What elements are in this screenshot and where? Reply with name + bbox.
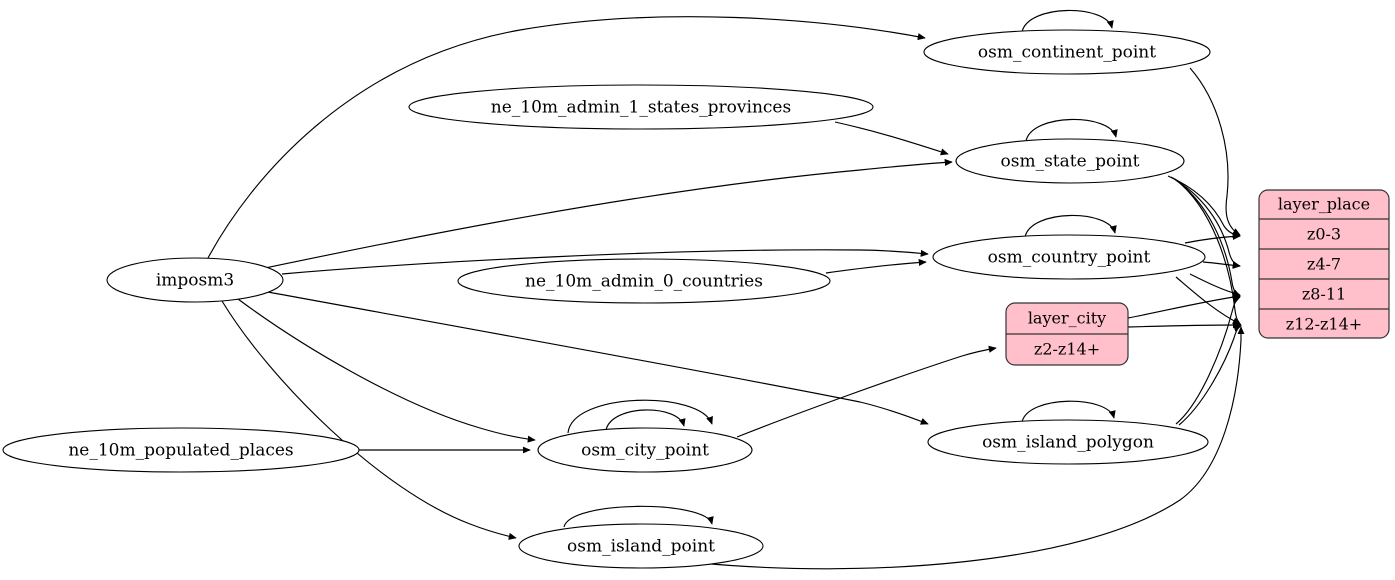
node-ne-10m-admin-1-states-provinces[interactable]: ne_10m_admin_1_states_provinces (408, 84, 874, 130)
record-node-layer-city[interactable]: layer_city z2-z14+ (1005, 302, 1129, 366)
node-imposm3[interactable]: imposm3 (106, 257, 284, 303)
node-ne-10m-populated-places[interactable]: ne_10m_populated_places (2, 427, 360, 473)
ne-places-label: ne_10m_populated_places (68, 441, 293, 461)
edge-osm-state-point-to-layer-place-z0-3 (1167, 175, 1241, 239)
edge-osm-continent-point-to-layer-place-z0-3 (1189, 67, 1241, 236)
edge-osm-island-polygon-self-loop (1021, 400, 1116, 423)
ne-countries-label: ne_10m_admin_0_countries (525, 272, 763, 292)
layer-place-row-z0-3[interactable]: z0-3 (1307, 225, 1341, 244)
node-osm-country-point[interactable]: osm_country_point (932, 234, 1206, 280)
edge-osm-island-polygon-to-layer-place-z8-11 (1175, 296, 1241, 425)
edge-imposm3-to-osm-island-point (221, 300, 517, 540)
edge-imposm3-to-osm-island-polygon (267, 291, 929, 425)
node-osm-state-point[interactable]: osm_state_point (955, 138, 1185, 184)
osm-island-polygon-ellipse[interactable] (927, 419, 1209, 465)
node-ne-10m-admin-0-countries[interactable]: ne_10m_admin_0_countries (457, 258, 831, 304)
ne-states-ellipse[interactable] (408, 84, 874, 130)
node-osm-city-point[interactable]: osm_city_point (537, 427, 753, 473)
edge-osm-city-point-self-loop-inner (605, 409, 686, 431)
record-node-layer-place[interactable]: layer_place z0-3 z4-7 z8-11 z12-z14+ (1258, 189, 1390, 339)
edge-osm-city-point-self-loop-outer (567, 399, 713, 434)
edge-imposm3-to-osm-city-point (237, 298, 536, 443)
layer-place-row-z12-z14[interactable]: z12-z14+ (1286, 315, 1362, 334)
osm-island-polygon-label: osm_island_polygon (982, 433, 1154, 453)
edge-osm-country-point-to-layer-place-z4-7 (1202, 261, 1241, 269)
osm-continent-point-ellipse[interactable] (923, 29, 1211, 75)
layer-city-title: layer_city (1028, 309, 1106, 328)
imposm3-label: imposm3 (156, 271, 234, 291)
osm-city-point-ellipse[interactable] (537, 427, 753, 473)
edge-osm-country-point-self-loop (1024, 214, 1117, 238)
edge-osm-continent-point-self-loop (1021, 9, 1114, 33)
edge-ne-countries-to-osm-country-point (825, 258, 927, 274)
layer-city-row-z2-z14[interactable]: z2-z14+ (1034, 340, 1100, 359)
edge-osm-island-point-self-loop (563, 505, 714, 528)
node-osm-continent-point[interactable]: osm_continent_point (923, 29, 1211, 75)
layer-place-box[interactable] (1258, 189, 1390, 339)
node-osm-island-point[interactable]: osm_island_point (518, 523, 764, 569)
osm-state-point-ellipse[interactable] (955, 138, 1185, 184)
edge-layer (207, 9, 1245, 570)
node-layer: imposm3 ne_10m_admin_1_states_provinces … (2, 29, 1211, 569)
osm-island-point-label: osm_island_point (567, 537, 715, 557)
osm-state-point-label: osm_state_point (1001, 152, 1140, 172)
edge-imposm3-to-osm-state-point (264, 158, 953, 269)
layer-place-row-z4-7[interactable]: z4-7 (1307, 255, 1341, 274)
record-layer: layer_place z0-3 z4-7 z8-11 z12-z14+ lay… (1005, 189, 1390, 366)
edge-layer-city-to-layer-place-z8-11 (1127, 293, 1241, 319)
edge-osm-city-point-to-layer-city (736, 345, 997, 438)
osm-continent-point-label: osm_continent_point (978, 43, 1156, 63)
edge-imposm3-to-osm-continent-point (207, 16, 926, 259)
layer-place-title: layer_place (1278, 195, 1370, 214)
edge-layer-city-to-layer-place-z12-z14 (1127, 321, 1241, 329)
node-osm-island-polygon[interactable]: osm_island_polygon (927, 419, 1209, 465)
edge-osm-island-point-to-layer-place-z12-z14 (699, 326, 1245, 570)
edge-imposm3-to-osm-country-point (281, 249, 929, 275)
ne-countries-ellipse[interactable] (457, 258, 831, 304)
edge-ne-states-to-osm-state-point (834, 121, 949, 156)
edge-osm-country-point-to-layer-place-z0-3 (1184, 232, 1241, 244)
osm-city-point-label: osm_city_point (581, 441, 709, 461)
imposm3-ellipse[interactable] (106, 257, 284, 303)
osm-country-point-ellipse[interactable] (932, 234, 1206, 280)
ne-states-label: ne_10m_admin_1_states_provinces (491, 98, 791, 118)
osm-island-point-ellipse[interactable] (518, 523, 764, 569)
layer-place-row-z8-11[interactable]: z8-11 (1302, 285, 1346, 304)
ne-places-ellipse[interactable] (2, 427, 360, 473)
osm-country-point-label: osm_country_point (988, 248, 1151, 268)
edge-osm-state-point-self-loop (1025, 118, 1118, 142)
